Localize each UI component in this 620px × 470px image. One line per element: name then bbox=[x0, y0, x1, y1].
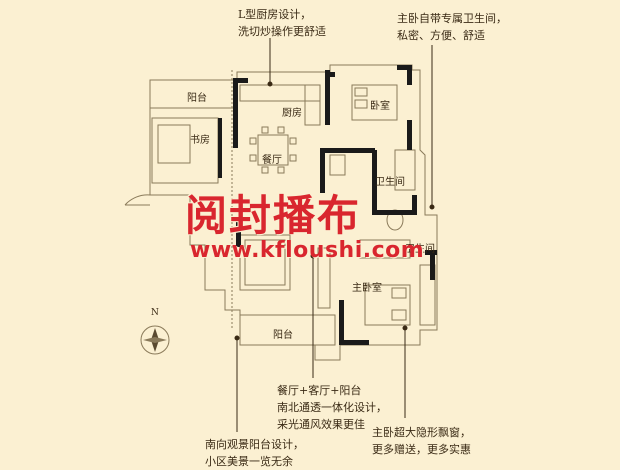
annotation-master-line-2: 私密、方便、舒适 bbox=[397, 29, 485, 42]
room-label-bathroom-1: 卫生间 bbox=[375, 177, 405, 188]
annotation-window-line-1: 主卧超大隐形飘窗， bbox=[372, 426, 471, 439]
annotation-balcony-line-2: 小区美景一览无余 bbox=[205, 455, 293, 468]
room-label-kitchen: 厨房 bbox=[282, 108, 302, 119]
annotation-kitchen-line-2: 洗切炒操作更舒适 bbox=[238, 25, 326, 38]
annotation-balcony-line-1: 南向观景阳台设计， bbox=[205, 438, 304, 451]
annotation-living-line-1: 餐厅+客厅+阳台 bbox=[277, 384, 362, 397]
watermark-url: www.kfloushi.com bbox=[190, 238, 425, 263]
annotation-master-line-1: 主卧自带专属卫生间， bbox=[397, 12, 507, 25]
annotation-south-balcony: 南向观景阳台设计， 小区美景一览无余 bbox=[205, 436, 304, 470]
annotation-master-bath: 主卧自带专属卫生间， 私密、方便、舒适 bbox=[397, 10, 507, 44]
annotation-living-line-2: 南北通透一体化设计， bbox=[277, 401, 387, 414]
room-label-study: 书房 bbox=[190, 135, 210, 146]
compass-north-label: N bbox=[151, 308, 159, 318]
annotation-kitchen: L型厨房设计， 洗切炒操作更舒适 bbox=[238, 6, 326, 40]
annotation-window-line-2: 更多赠送，更多实惠 bbox=[372, 443, 471, 456]
annotation-living-line-3: 采光通风效果更佳 bbox=[277, 418, 365, 431]
watermark-logo-text: 阅封播布 bbox=[185, 191, 362, 240]
room-label-bedroom: 卧室 bbox=[370, 101, 390, 112]
room-label-balcony-south: 阳台 bbox=[273, 330, 293, 341]
room-label-dining: 餐厅 bbox=[262, 155, 282, 166]
room-label-master-bedroom: 主卧室 bbox=[352, 283, 382, 294]
annotation-bay-window: 主卧超大隐形飘窗， 更多赠送，更多实惠 bbox=[372, 424, 471, 458]
compass-icon bbox=[140, 325, 170, 355]
annotation-living: 餐厅+客厅+阳台 南北通透一体化设计， 采光通风效果更佳 bbox=[277, 382, 387, 433]
room-label-balcony-north: 阳台 bbox=[187, 93, 207, 104]
annotation-kitchen-line-1: L型厨房设计， bbox=[238, 8, 312, 21]
room-label-bathroom-2: 卫生间 bbox=[405, 244, 435, 255]
